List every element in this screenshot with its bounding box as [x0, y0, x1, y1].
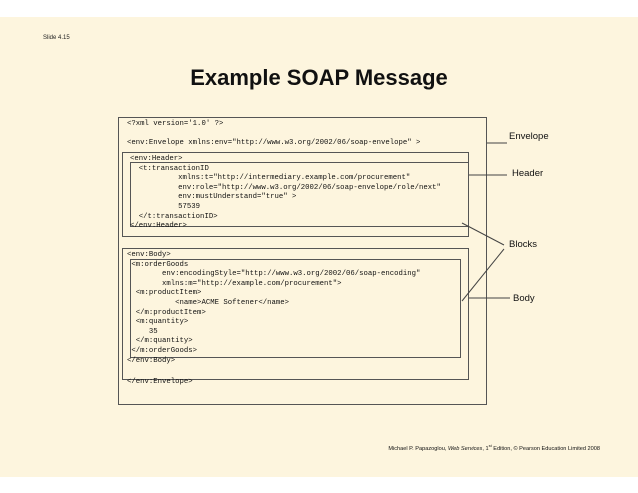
- header-code: <env:Header> <t:transactionID xmlns:t="h…: [130, 155, 441, 232]
- code-line: env:encodingStyle="http://www.w3.org/200…: [127, 270, 421, 279]
- blocks-connector-header: [461, 222, 505, 246]
- code-line: <m:quantity>: [127, 318, 189, 327]
- body-code: <env:Body> <m:orderGoods env:encodingSty…: [127, 251, 420, 366]
- code-line: env:mustUnderstand="true" >: [130, 193, 297, 202]
- xml-declaration: <?xml version='1.0' ?>: [127, 120, 224, 128]
- body-box: [122, 248, 469, 380]
- code-line: </m:orderGoods>: [127, 346, 198, 355]
- code-line: </m:productItem>: [127, 308, 206, 317]
- blocks-connector-body: [461, 248, 505, 302]
- footer-edition-prefix: , 1: [482, 445, 489, 452]
- blocks-label: Blocks: [509, 239, 537, 250]
- body-block-box: [130, 259, 461, 358]
- code-line: xmlns:t="http://intermediary.example.com…: [130, 174, 411, 183]
- footer-citation: Michael P. Papazoglou, Web Services, 1st…: [300, 443, 600, 452]
- footer-edition-sup: st: [488, 443, 492, 448]
- slide-title: Example SOAP Message: [190, 65, 448, 90]
- code-line: </env:Body>: [127, 356, 176, 365]
- code-line: xmlns:m="http://example.com/procurement"…: [127, 279, 342, 288]
- envelope-open-tag: <env:Envelope xmlns:env="http://www.w3.o…: [127, 139, 421, 147]
- code-line: <name>ACME Softener</name>: [127, 298, 290, 307]
- code-line: </env:Header>: [130, 222, 187, 231]
- footer-author: Michael P. Papazoglou,: [388, 445, 448, 452]
- code-line: env:role="http://www.w3.org/2002/06/soap…: [130, 183, 441, 192]
- code-line: <env:Body>: [127, 251, 171, 259]
- envelope-box: [118, 117, 487, 405]
- code-line: <env:Header>: [130, 155, 183, 163]
- slide: Slide 4.15 Example SOAP Message <?xml ve…: [0, 17, 638, 477]
- code-line: 57539: [130, 202, 201, 211]
- code-line: <t:transactionID: [130, 164, 209, 173]
- connector-lines: [461, 142, 510, 302]
- code-line: </m:quantity>: [127, 337, 193, 346]
- code-line: </t:transactionID>: [130, 212, 218, 221]
- envelope-close-tag: </env:Envelope>: [127, 378, 193, 386]
- code-line: 35: [127, 327, 158, 336]
- envelope-label: Envelope: [509, 131, 549, 142]
- header-block-box: [130, 162, 469, 227]
- footer-edition-suffix: Edition, © Pearson Education Limited 200…: [491, 445, 600, 452]
- body-label: Body: [513, 293, 535, 304]
- code-line: <m:orderGoods: [127, 260, 189, 269]
- code-line: <m:productItem>: [127, 289, 202, 298]
- slide-number: Slide 4.15: [43, 35, 70, 41]
- header-label: Header: [512, 168, 544, 179]
- footer-book: Web Services: [447, 445, 483, 452]
